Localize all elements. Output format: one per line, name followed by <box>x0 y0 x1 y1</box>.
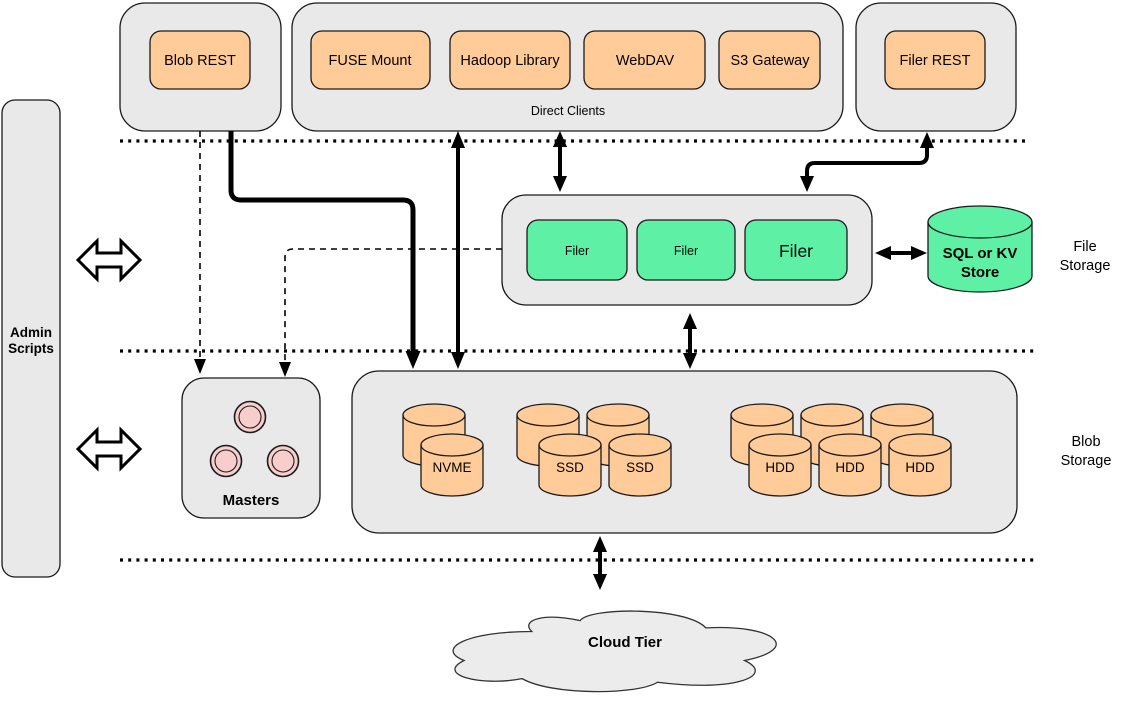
hdd-label-3: HDD <box>905 460 934 475</box>
fuse-mount-label: FUSE Mount <box>329 53 412 69</box>
filer-label-3: Filer <box>779 241 813 261</box>
ssd-label-2: SSD <box>626 460 654 475</box>
master-node-2-inner <box>214 449 238 473</box>
admin-label-line2: Scripts <box>8 341 54 356</box>
blob-storage-label-line1: Blob <box>1071 434 1100 450</box>
nvme-label: NVME <box>432 460 471 475</box>
filer-rest-group: Filer REST <box>855 2 1017 132</box>
hdd-cylinder-front-2: HDD <box>818 433 882 497</box>
sql-kv-store-cylinder: SQL or KV Store <box>927 205 1033 293</box>
edge-filer-volumes-double-arrow <box>683 313 697 369</box>
masters-rect <box>181 377 321 519</box>
admin-file-storage-arrow <box>75 237 143 283</box>
edge-volumes-cloud-double-arrow <box>593 536 607 590</box>
store-label-line1: SQL or KV <box>943 245 1018 262</box>
file-storage-label-line2: Storage <box>1060 258 1111 274</box>
hdd-label-1: HDD <box>765 460 794 475</box>
admin-scripts-box: Admin Scripts <box>1 99 61 578</box>
blob-storage-tier-label: Blob Storage <box>1061 434 1112 469</box>
hadoop-library-label: Hadoop Library <box>460 53 560 69</box>
filer-node-3 <box>744 219 848 281</box>
blob-rest-group: Blob REST <box>119 2 282 132</box>
hdd-label-2: HDD <box>835 460 864 475</box>
cylinder-rim <box>927 221 1033 239</box>
volume-servers-group: NVME SSD SSD <box>351 370 1018 534</box>
ssd-label-1: SSD <box>556 460 584 475</box>
ssd-cylinder-front-1: SSD <box>538 433 602 497</box>
blob-storage-label-line2: Storage <box>1061 453 1112 469</box>
edge-blobrest-to-volumes <box>228 131 421 369</box>
store-label-line2: Store <box>961 264 999 281</box>
admin-blob-storage-arrow <box>75 426 143 472</box>
edge-filer-store-double-arrow <box>875 246 927 260</box>
file-storage-label-line1: File <box>1073 239 1096 255</box>
edge-filer-masters-dashed <box>279 248 502 377</box>
edge-filerrest-filer-double-arrow <box>800 132 934 192</box>
direct-clients-caption: Direct Clients <box>531 104 605 118</box>
file-storage-tier-label: File Storage <box>1060 239 1111 274</box>
s3-gateway-node <box>718 30 821 90</box>
cylinder-body <box>927 205 1033 293</box>
masters-caption: Masters <box>223 492 280 509</box>
filer-label-2: Filer <box>674 244 698 258</box>
fuse-mount-node <box>310 30 431 90</box>
webdav-label: WebDAV <box>616 53 675 69</box>
edge-blobrest-masters-dashed <box>194 131 206 374</box>
direct-clients-group: FUSE Mount Hadoop Library WebDAV S3 Gate… <box>291 2 844 132</box>
hdd-cylinder-front-3: HDD <box>888 433 952 497</box>
admin-scripts-rect <box>1 99 61 578</box>
filer-label-1: Filer <box>565 244 589 258</box>
ssd-cylinder-front-2: SSD <box>608 433 672 497</box>
blob-rest-node <box>149 30 251 90</box>
master-node-3-inner <box>271 449 295 473</box>
cloud-outline <box>453 611 776 692</box>
masters-group: Masters <box>181 377 321 519</box>
blob-rest-label: Blob REST <box>164 53 236 69</box>
s3-gateway-label: S3 Gateway <box>731 53 811 69</box>
edge-clients-volumes-double-arrow <box>451 131 465 369</box>
filer-rest-label: Filer REST <box>900 53 971 69</box>
hdd-cylinder-front-1: HDD <box>748 433 812 497</box>
filer-node-1 <box>526 219 628 281</box>
nvme-cylinder-front: NVME <box>420 433 484 497</box>
filer-cluster-group: Filer Filer Filer <box>501 194 873 306</box>
cloud-tier-shape: Cloud Tier <box>453 611 776 692</box>
hadoop-library-node <box>449 30 571 90</box>
master-node-1-inner <box>238 405 262 429</box>
admin-label-line1: Admin <box>10 325 52 340</box>
webdav-node <box>583 30 706 90</box>
edge-clients-filer-double-arrow <box>553 131 567 192</box>
cloud-tier-label: Cloud Tier <box>588 634 662 651</box>
filer-rest-node <box>884 30 986 90</box>
filer-node-2 <box>636 219 736 281</box>
